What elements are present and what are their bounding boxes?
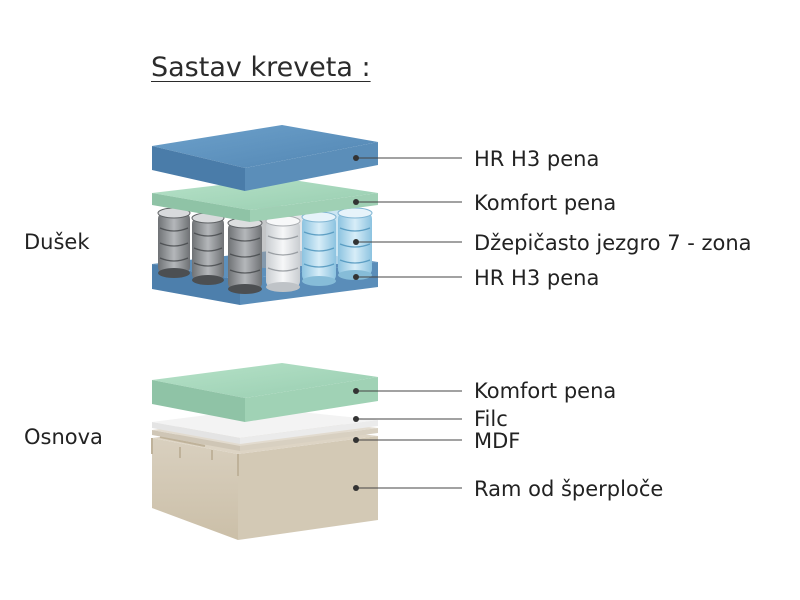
pocket-spring-core [157, 204, 373, 294]
section-label-mattress: Dušek [24, 230, 90, 254]
layer-label-hr-foam-bottom: HR H3 pena [474, 266, 600, 290]
layer-label-comfort-foam: Komfort pena [474, 191, 617, 215]
layer-label-plywood-frame: Ram od šperploče [474, 477, 664, 501]
layer-label-mdf: MDF [474, 429, 521, 453]
leader-lines [356, 157, 462, 489]
diagram-title: Sastav kreveta : [151, 52, 371, 83]
mattress-comfort-foam [152, 178, 378, 222]
layer-label-hr-foam-top: HR H3 pena [474, 147, 600, 171]
mattress-top-hr-foam [152, 125, 378, 191]
section-label-base: Osnova [24, 425, 103, 449]
leader-dots [353, 155, 359, 491]
layer-label-pocket-spring-core: Džepičasto jezgro 7 - zona [474, 231, 752, 255]
base-comfort-foam [152, 363, 378, 422]
layer-label-felt: Filc [474, 407, 508, 431]
base-felt [152, 408, 378, 444]
layer-label-base-comfort-foam: Komfort pena [474, 379, 617, 403]
